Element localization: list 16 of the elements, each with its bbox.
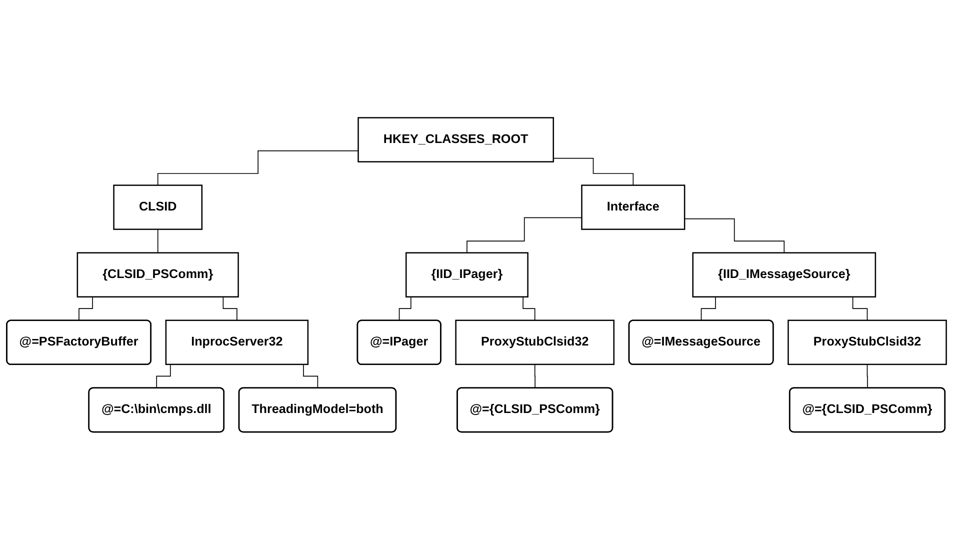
node-box: ProxyStubClsid32 [788,320,947,366]
connector [684,218,785,254]
connector [157,229,158,254]
connector [552,158,634,186]
node-box: {IID_IPager} [405,252,528,298]
connector [534,364,536,389]
node-box: Interface [581,184,686,230]
connector [866,364,868,389]
node-box: CLSID [113,184,203,230]
node-box: InprocServer32 [165,320,309,366]
node-box: {CLSID_PSComm} [76,252,239,298]
node-box: ProxyStubClsid32 [455,320,615,366]
connector [466,217,582,254]
node-box: {IID_IMessageSource} [692,252,876,298]
connector [157,150,359,186]
node-box: HKEY_CLASSES_ROOT [358,117,554,163]
